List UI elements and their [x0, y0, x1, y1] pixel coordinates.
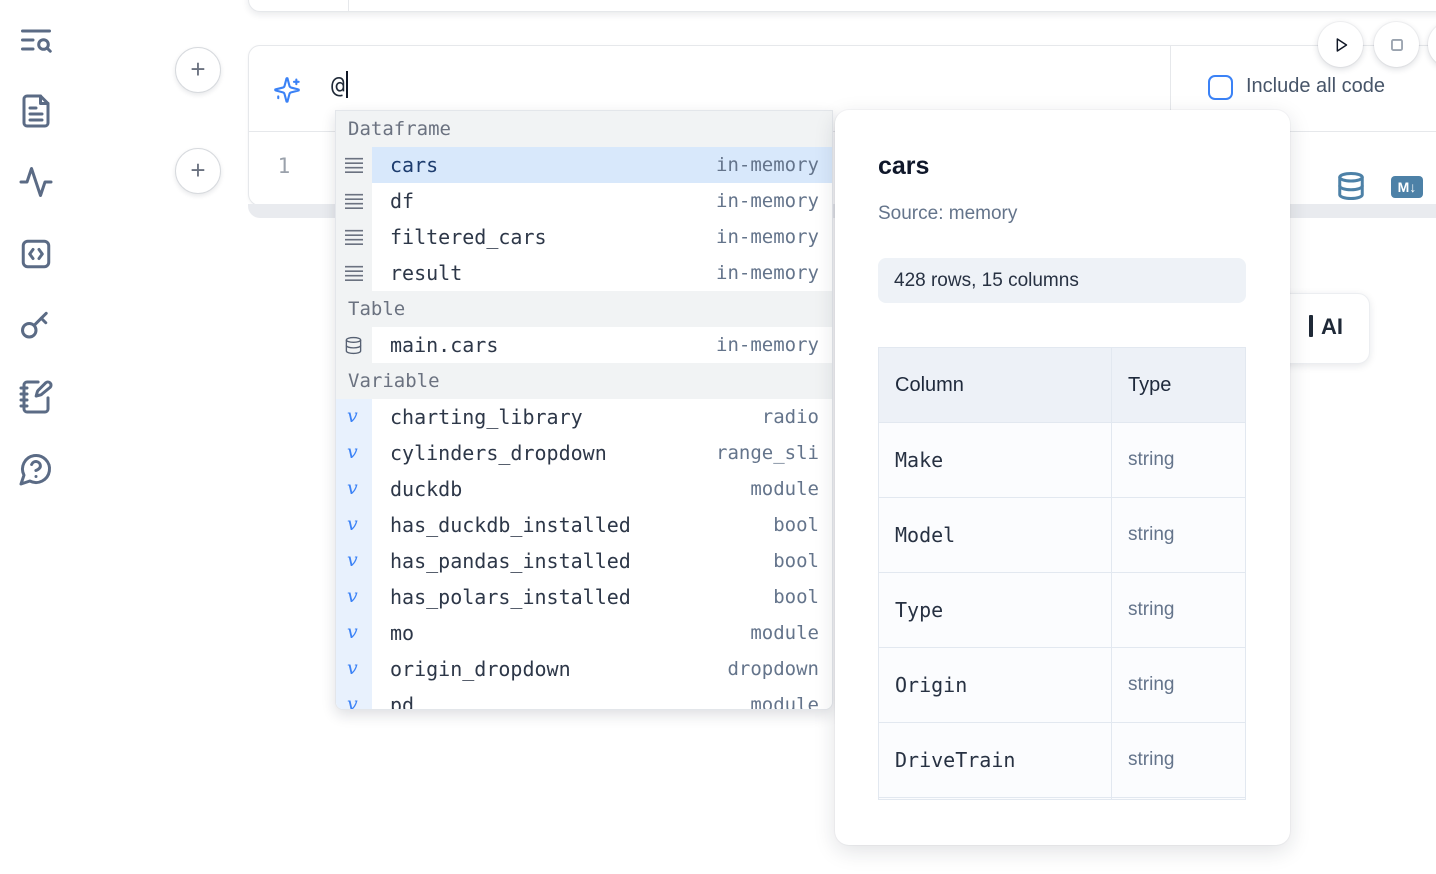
- column-type: string: [1128, 674, 1175, 695]
- autocomplete-item-has-pandas-installed[interactable]: v has_pandas_installed bool: [336, 543, 832, 579]
- variable-icon: v: [347, 621, 358, 643]
- code-snippets-icon[interactable]: [18, 236, 54, 272]
- schema-table: Column Type Make string Model string Typ…: [878, 347, 1246, 800]
- column-type: string: [1128, 749, 1175, 770]
- column-header: Column: [879, 348, 1112, 422]
- variable-icon: v: [347, 549, 358, 571]
- markdown-icon[interactable]: M↓: [1391, 176, 1423, 198]
- schema-row: Origin string: [879, 647, 1245, 722]
- autocomplete-item-result[interactable]: result in-memory: [336, 255, 832, 291]
- autocomplete-item-has-polars-installed[interactable]: v has_polars_installed bool: [336, 579, 832, 615]
- schema-row: Type string: [879, 572, 1245, 647]
- variable-icon: v: [347, 405, 358, 427]
- dataframe-icon: [343, 192, 365, 210]
- previous-cell: [248, 0, 1436, 12]
- column-name: Make: [879, 423, 1112, 497]
- section-header-table: Table: [336, 291, 832, 327]
- toolbar-button-partial[interactable]: [1428, 22, 1436, 67]
- play-icon: [1336, 37, 1347, 52]
- database-icon[interactable]: [1336, 171, 1366, 201]
- ai-button-label: AI: [1321, 314, 1343, 339]
- section-header-variable: Variable: [336, 363, 832, 399]
- cell-column-divider: [1170, 46, 1171, 131]
- add-cell-button-top[interactable]: +: [175, 47, 221, 93]
- left-sidebar: [0, 0, 72, 874]
- autocomplete-item-cylinders-dropdown[interactable]: v cylinders_dropdown range_sli: [336, 435, 832, 471]
- autocomplete-item-filtered-cars[interactable]: filtered_cars in-memory: [336, 219, 832, 255]
- help-chat-icon[interactable]: [18, 451, 54, 487]
- schema-row: Make string: [879, 422, 1245, 497]
- variable-icon: v: [347, 477, 358, 499]
- variable-icon: v: [347, 513, 358, 535]
- autocomplete-item-df[interactable]: df in-memory: [336, 183, 832, 219]
- column-type: string: [1128, 599, 1175, 620]
- column-name: DriveTrain: [879, 723, 1112, 797]
- column-type: string: [1128, 524, 1175, 545]
- column-name: Type: [879, 573, 1112, 647]
- autocomplete-item-main-cars[interactable]: main.cars in-memory: [336, 327, 832, 363]
- notebook-edit-icon[interactable]: [18, 379, 54, 415]
- dataframe-icon: [343, 264, 365, 282]
- autocomplete-item-has-duckdb-installed[interactable]: v has_duckdb_installed bool: [336, 507, 832, 543]
- editor-line-number: 1: [277, 154, 291, 178]
- clipped-glyph: [1309, 315, 1313, 337]
- stop-icon: [1390, 38, 1403, 51]
- file-text-icon[interactable]: [18, 93, 54, 129]
- column-name: Origin: [879, 648, 1112, 722]
- column-name: Model: [879, 498, 1112, 572]
- autocomplete-item-origin-dropdown[interactable]: v origin_dropdown dropdown: [336, 651, 832, 687]
- autocomplete-item-charting-library[interactable]: v charting_library radio: [336, 399, 832, 435]
- schema-row: Model string: [879, 497, 1245, 572]
- key-icon[interactable]: [18, 307, 54, 343]
- variable-icon: v: [347, 657, 358, 679]
- variable-icon: v: [347, 441, 358, 463]
- autocomplete-item-duckdb[interactable]: v duckdb module: [336, 471, 832, 507]
- stop-cell-button[interactable]: [1374, 22, 1419, 67]
- preview-title: cars: [878, 152, 930, 180]
- autocomplete-item-partial[interactable]: v pd module: [336, 687, 832, 710]
- variable-icon: v: [347, 585, 358, 607]
- type-header: Type: [1128, 373, 1172, 396]
- list-search-icon[interactable]: [18, 22, 54, 58]
- schema-table-header: Column Type: [879, 348, 1245, 422]
- dataframe-preview-popup: cars Source: memory 428 rows, 15 columns…: [835, 110, 1290, 845]
- column-type: string: [1128, 449, 1175, 470]
- include-all-code-checkbox[interactable]: [1208, 75, 1233, 100]
- autocomplete-dropdown: Dataframe cars in-memory df in-memory fi…: [335, 110, 833, 710]
- sparkles-ai-icon: [273, 76, 301, 104]
- run-cell-button[interactable]: [1318, 22, 1363, 67]
- autocomplete-item-cars[interactable]: cars in-memory: [336, 147, 832, 183]
- shape-badge: 428 rows, 15 columns: [878, 258, 1246, 303]
- ai-prompt-text: @: [331, 73, 345, 99]
- add-cell-button-bottom[interactable]: +: [175, 148, 221, 194]
- activity-icon[interactable]: [18, 164, 54, 200]
- section-header-dataframe: Dataframe: [336, 111, 832, 147]
- include-all-code-label: Include all code: [1246, 75, 1385, 97]
- previous-cell-divider: [348, 0, 349, 11]
- autocomplete-item-mo[interactable]: v mo module: [336, 615, 832, 651]
- text-cursor: [345, 71, 348, 98]
- schema-row: DriveTrain string: [879, 722, 1245, 797]
- dataframe-icon: [343, 228, 365, 246]
- variable-icon: v: [347, 693, 358, 710]
- ai-prompt-input[interactable]: @: [331, 71, 1031, 111]
- table-database-icon: [344, 336, 363, 355]
- dataframe-icon: [343, 156, 365, 174]
- schema-row-partial: [879, 797, 1245, 799]
- preview-source: Source: memory: [878, 203, 1018, 224]
